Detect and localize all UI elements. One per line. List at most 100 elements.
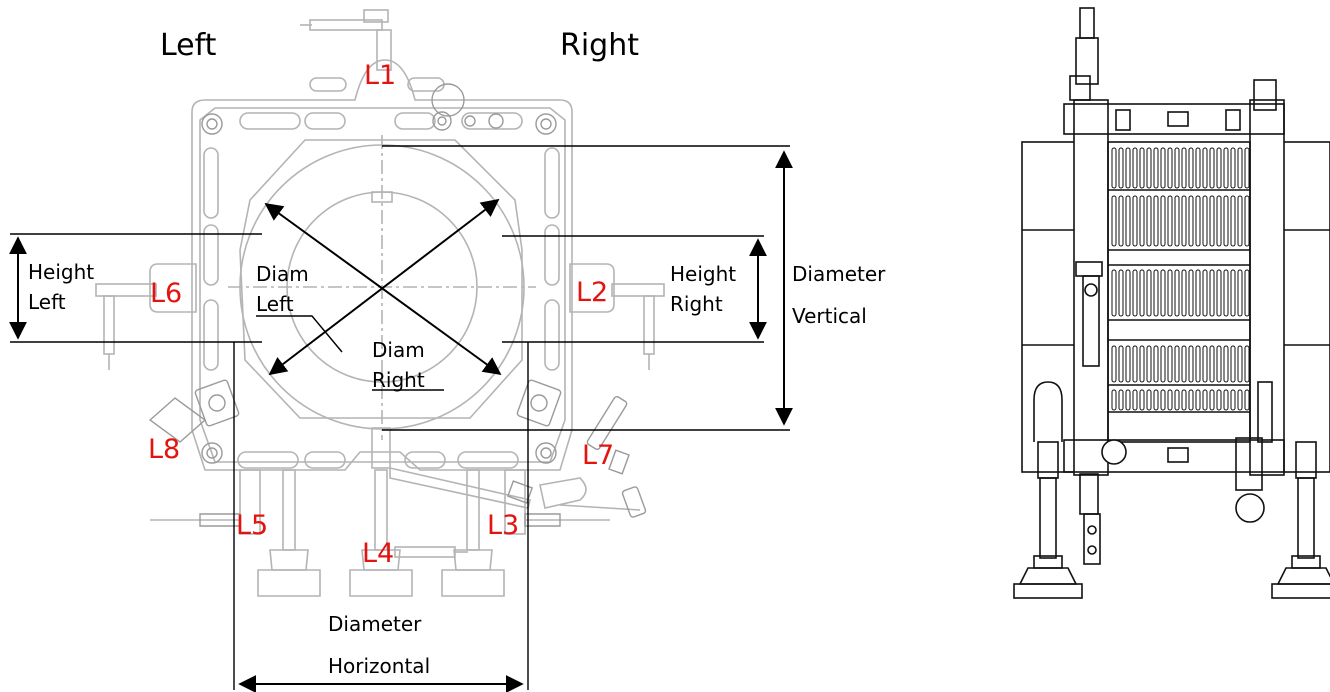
fin-slot [1153,147,1159,189]
diameter-horizontal-line1: Diameter [328,612,422,636]
height-left-line1: Height [28,260,94,284]
fin-slot [1181,345,1187,383]
fin-slot [1195,389,1201,411]
fin-slot [1216,389,1222,411]
fin-slot [1153,269,1159,317]
fin-slot [1237,269,1243,317]
fin-slot [1223,269,1229,317]
fin-slot [1230,269,1236,317]
fin-slot [1209,269,1215,317]
fin-slot [1244,269,1250,317]
fin-slot [1118,195,1124,247]
diameter-horizontal-line2: Horizontal [328,654,430,678]
fin-slot [1216,195,1222,247]
sensor-label-l3: L3 [487,510,519,541]
fin-slot [1167,269,1173,317]
fin-slot [1209,195,1215,247]
fin-slot [1181,195,1187,247]
fin-slot [1188,389,1194,411]
fin-slot [1139,269,1145,317]
fin-slot [1160,389,1166,411]
fin-slot [1125,345,1131,383]
diam-right-line1: Diam [372,338,425,362]
diameter-vertical-line2: Vertical [792,304,867,328]
fin-slot [1216,147,1222,189]
sensor-label-l2: L2 [576,277,608,308]
fin-slot [1146,345,1152,383]
sensor-label-l7: L7 [582,440,614,471]
diam-right-line2: Right [372,368,425,392]
fin-slot [1153,195,1159,247]
fin-slot [1132,269,1138,317]
fin-slot [1125,147,1131,189]
fin-slot [1209,147,1215,189]
fin-slot [1118,345,1124,383]
sensor-label-l8: L8 [148,434,180,465]
fin-slot [1160,147,1166,189]
diam-left-line2: Left [256,292,294,316]
fin-slot [1181,269,1187,317]
fin-slot [1139,147,1145,189]
fin-slot [1146,195,1152,247]
labels: Left Right Height Left Height Right Diam… [28,28,886,678]
sensor-label-l5: L5 [236,510,268,541]
fin-slot [1139,389,1145,411]
fin-slot [1167,389,1173,411]
fin-slot [1139,345,1145,383]
fin-slot [1111,389,1117,411]
fin-slot [1216,345,1222,383]
fin-slot [1167,345,1173,383]
fin-slot [1132,195,1138,247]
fin-slot [1111,345,1117,383]
fin-slot [1118,269,1124,317]
fin-slot [1174,269,1180,317]
sensor-label-l6: L6 [150,278,182,309]
sensor-label-l1: L1 [364,60,396,91]
sensor-label-l4: L4 [362,538,394,569]
fin-slot [1160,269,1166,317]
fin-slot [1195,345,1201,383]
fin-slot [1202,269,1208,317]
fin-slot [1188,345,1194,383]
fin-slot [1230,195,1236,247]
fin-slot [1132,345,1138,383]
fin-slot [1202,389,1208,411]
left-side-label: Left [160,28,217,63]
fin-slot [1195,269,1201,317]
fin-rows [1108,189,1250,413]
fin-slot [1244,345,1250,383]
fin-slot [1181,147,1187,189]
fin-slot [1188,147,1194,189]
diameter-vertical-line1: Diameter [792,262,886,286]
fin-slot [1146,389,1152,411]
fin-slot [1244,389,1250,411]
fin-slot [1237,195,1243,247]
fin-slot [1230,147,1236,189]
fin-slot [1174,147,1180,189]
fin-slot [1118,147,1124,189]
fin-slot [1111,195,1117,247]
fin-slot [1125,269,1131,317]
fin-slot [1202,345,1208,383]
fin-slot [1223,195,1229,247]
fin-slot [1167,147,1173,189]
fin-slot [1230,345,1236,383]
fin-slot [1237,147,1243,189]
fin-slot [1195,195,1201,247]
side-view-drawing [1013,7,1330,599]
fin-slot [1139,195,1145,247]
fin-slot [1202,147,1208,189]
fin-slot [1209,345,1215,383]
fin-slot [1223,147,1229,189]
fin-slot [1153,345,1159,383]
height-right-line2: Right [670,292,723,316]
fin-slot [1237,389,1243,411]
fin-slot [1174,345,1180,383]
fin-slot [1209,389,1215,411]
diam-left-line1: Diam [256,262,309,286]
fins [1111,147,1250,411]
height-right-line1: Height [670,262,736,286]
fin-slot [1188,269,1194,317]
fin-slot [1195,147,1201,189]
